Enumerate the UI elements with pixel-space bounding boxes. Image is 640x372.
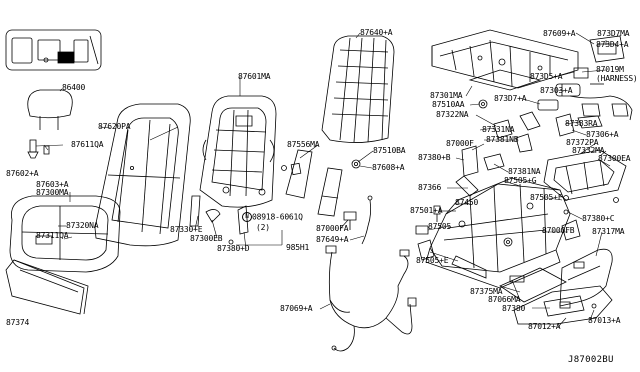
label-87510ba[interactable]: 87510BA [373,146,406,155]
label-87019m-harness: (HARNESS) [596,74,638,83]
cable-87649a [362,196,372,244]
lumbar-87510ba [318,168,342,216]
label-87380b[interactable]: 87380+B [418,153,451,162]
label-87372pa[interactable]: 87372PA [566,138,599,147]
label-87019m[interactable]: 87019M [596,65,624,74]
label-87332ma[interactable]: 87332MA [572,146,605,155]
label-87069a[interactable]: 87069+A [280,304,313,313]
label-08918-qty: (2) [256,223,270,232]
diagram-id: J87002BU [568,355,614,365]
harness-87019m [570,84,632,120]
n-mark-icon: N [242,212,252,222]
label-87450[interactable]: 87450 [455,198,479,207]
label-87609a[interactable]: 87609+A [543,29,576,38]
side-shield-87317ma [560,249,612,306]
label-87380d[interactable]: 87380+D [217,244,250,253]
label-87012a[interactable]: 87012+A [528,322,561,331]
vehicle-locator-icon [6,30,101,70]
label-87505f[interactable]: 87505+F [530,193,563,202]
label-87303a[interactable]: 87303+A [540,86,573,95]
label-87383ra[interactable]: 87383RA [565,119,598,128]
side-module-87556ma [286,150,312,198]
label-87556ma[interactable]: 87556MA [287,140,320,149]
label-87306a[interactable]: 87306+A [586,130,619,139]
label-87366[interactable]: 87366 [418,183,442,192]
label-87013a[interactable]: 87013+A [588,316,621,325]
label-87330e[interactable]: 87330+E [170,225,203,234]
label-87311qa[interactable]: 87311QA [36,231,69,240]
harness-87069a [326,246,416,351]
label-87601ma[interactable]: 87601MA [238,72,271,81]
seatback-frame-87601ma [200,96,276,207]
label-87301ma[interactable]: 87301MA [430,91,463,100]
seat-cushion-87300ma [10,196,120,272]
outer-finisher-87012a [514,286,612,324]
label-87320na[interactable]: 87320NA [66,221,99,230]
label-87374[interactable]: 87374 [6,318,30,327]
label-873d5a[interactable]: 873D5+A [530,72,563,81]
label-87505[interactable]: 87505 [428,222,452,231]
label-873d7ma[interactable]: 873D7MA [597,29,630,38]
motor-87303a [538,68,588,110]
cushion-front-trim-87374 [6,260,88,314]
label-87317ma[interactable]: 87317MA [592,227,625,236]
label-87000fa[interactable]: 87000FA [316,224,349,233]
label-87608a[interactable]: 87608+A [372,163,405,172]
label-87300eb[interactable]: 87300EB [190,234,223,243]
label-87505e[interactable]: 87505+E [416,256,449,265]
label-87611qa[interactable]: 87611QA [71,140,104,149]
label-985h1[interactable]: 985H1 [286,243,310,252]
motor-unit-873d7ma [590,36,624,62]
headrest-86400 [28,90,73,130]
label-87381nb[interactable]: 87381NB [486,135,519,144]
label-873d4a[interactable]: 873D4+A [596,40,629,49]
label-87603a[interactable]: 87603+A [36,180,69,189]
label-873d7a[interactable]: 873D7+A [494,94,527,103]
label-87380c[interactable]: 87380+C [582,214,615,223]
leader-lines [36,33,610,327]
label-87602a[interactable]: 87602+A [6,169,39,178]
back-clips [190,160,360,244]
slide-small-parts [416,146,580,282]
label-87300ma[interactable]: 87300MA [36,188,69,197]
label-87381na[interactable]: 87381NA [508,167,541,176]
label-87322na[interactable]: 87322NA [436,110,469,119]
clip-87510aa [479,100,487,108]
seatback-trim-87620pa [95,104,190,246]
label-87300ea[interactable]: 87300EA [598,154,631,163]
headrest-guide-87602a [28,140,49,158]
label-87000fb[interactable]: 87000FB [542,226,575,235]
seat-frame-upper-87301ma [432,30,578,90]
label-87505g[interactable]: 87505+G [504,176,537,185]
label-87375ma[interactable]: 87375MA [470,287,503,296]
label-87501a[interactable]: 87501+A [410,206,443,215]
label-87649a[interactable]: 87649+A [316,235,349,244]
label-87000f[interactable]: 87000F [446,139,474,148]
back-board-87640a [322,36,394,143]
label-87620pa[interactable]: 87620PA [98,122,131,131]
connector-87000fa [344,212,356,230]
brackets-87383ra [484,112,602,170]
label-87380[interactable]: 87380 [502,304,526,313]
label-87640a[interactable]: 87640+A [360,28,393,37]
label-87066ma[interactable]: 87066MA [488,295,521,304]
label-87331na[interactable]: 87331NA [482,125,515,134]
label-87510aa[interactable]: 87510AA [432,100,465,109]
label-86400[interactable]: 86400 [62,83,86,92]
